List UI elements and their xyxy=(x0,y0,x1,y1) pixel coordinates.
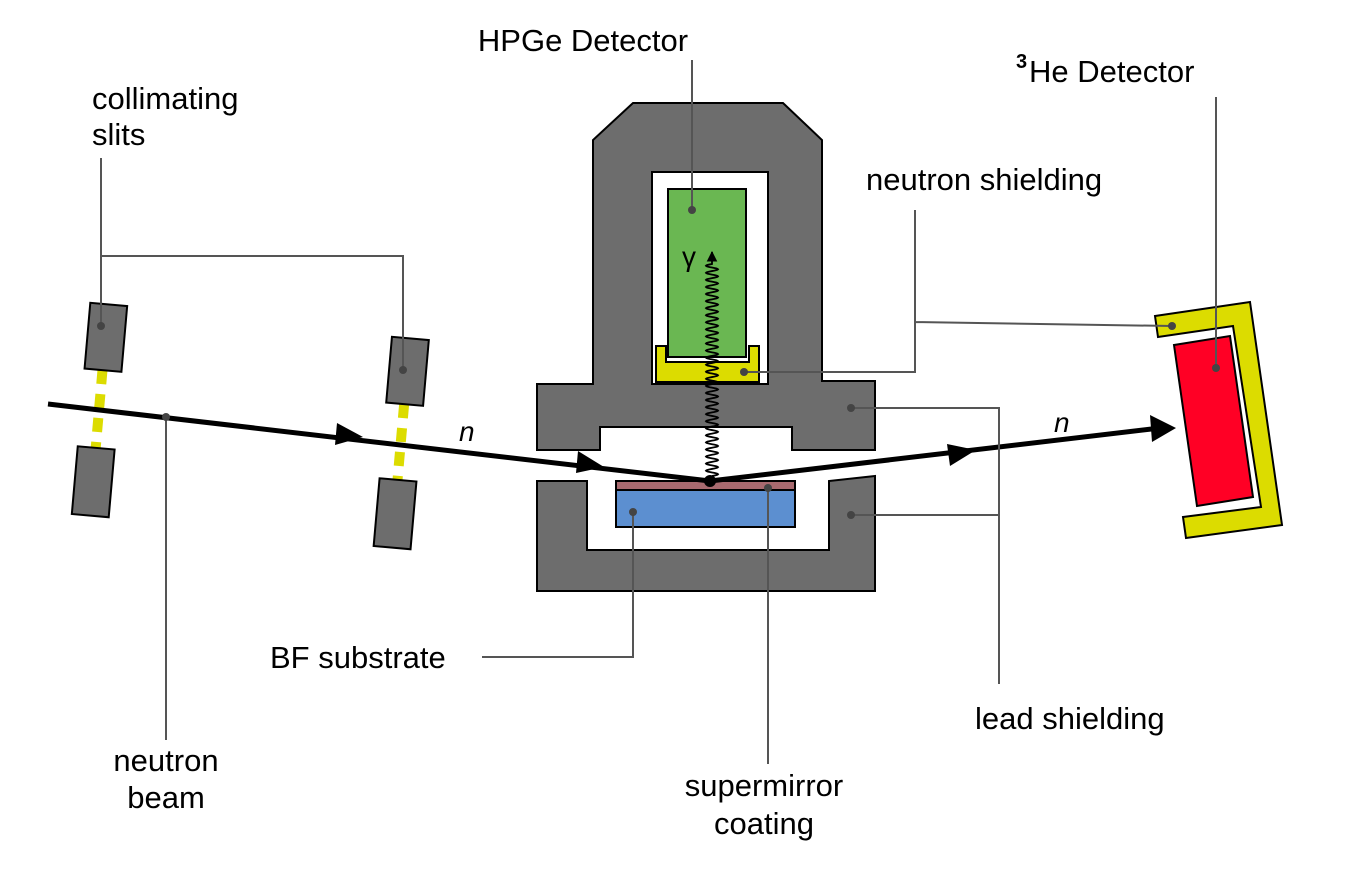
label-neutron-shielding: neutron shielding xyxy=(866,162,1102,197)
leader-bf-substrate xyxy=(482,512,634,658)
label-bf-substrate: BF substrate xyxy=(270,640,446,675)
lead-shielding-lower xyxy=(536,474,876,592)
beam-arrow-4 xyxy=(1150,415,1176,442)
label-he3-superscript: 3 xyxy=(1016,51,1027,73)
leader-neutron-shielding xyxy=(744,210,1173,373)
leader-dot-lead-lower xyxy=(847,511,855,519)
beam-arrow-2 xyxy=(576,451,604,473)
leader-dot-slit-2 xyxy=(399,366,407,374)
leader-dot-substrate xyxy=(629,508,637,516)
leader-dot-shield-hpge xyxy=(740,368,748,376)
label-neutron: neutron xyxy=(113,743,218,778)
label-beam: beam xyxy=(127,780,205,815)
reflection-point xyxy=(704,475,716,487)
he3-detector-tube xyxy=(1172,334,1255,508)
label-slits: slits xyxy=(92,117,145,152)
bf-substrate xyxy=(615,489,796,528)
leader-dot-lead-upper xyxy=(847,404,855,412)
gamma-ray-path xyxy=(704,250,720,477)
label-lead-shielding: lead shielding xyxy=(975,701,1165,736)
beam-arrow-3 xyxy=(947,444,976,466)
leader-lead-shielding xyxy=(851,407,1000,684)
label-outgoing-neutron: n xyxy=(1054,407,1070,438)
label-collimating: collimating xyxy=(92,81,238,116)
slit-1-aperture xyxy=(90,369,108,449)
leader-dot-hpge xyxy=(688,206,696,214)
slit-1-lower-jaw xyxy=(70,445,116,519)
slit-2-aperture xyxy=(392,403,410,481)
leader-dot-beam xyxy=(162,413,170,421)
slit-2 xyxy=(372,335,430,551)
label-coating: coating xyxy=(714,806,814,841)
slit-1 xyxy=(70,301,129,519)
leader-dot-coating xyxy=(764,484,772,492)
slit-2-lower-jaw xyxy=(372,477,418,551)
slit-2-upper-jaw xyxy=(385,335,430,407)
label-hpge-detector: HPGe Detector xyxy=(478,23,688,58)
label-incoming-neutron: n xyxy=(459,416,475,447)
leader-collimating-slits xyxy=(100,158,404,370)
leader-dot-slit-1 xyxy=(97,322,105,330)
leader-dot-he3 xyxy=(1212,364,1220,372)
beam-arrow-1 xyxy=(335,423,363,445)
neutron-beam-incoming xyxy=(47,401,711,484)
he3-neutron-shield xyxy=(1153,300,1284,540)
leader-dot-shield-he3 xyxy=(1168,322,1176,330)
neutron-beam-outgoing xyxy=(709,425,1161,484)
label-supermirror: supermirror xyxy=(685,768,843,803)
lead-shielding-upper xyxy=(536,102,876,451)
label-he3-detector: He Detector xyxy=(1029,54,1194,89)
slit-1-upper-jaw xyxy=(83,301,129,373)
label-gamma: γ xyxy=(682,241,696,272)
